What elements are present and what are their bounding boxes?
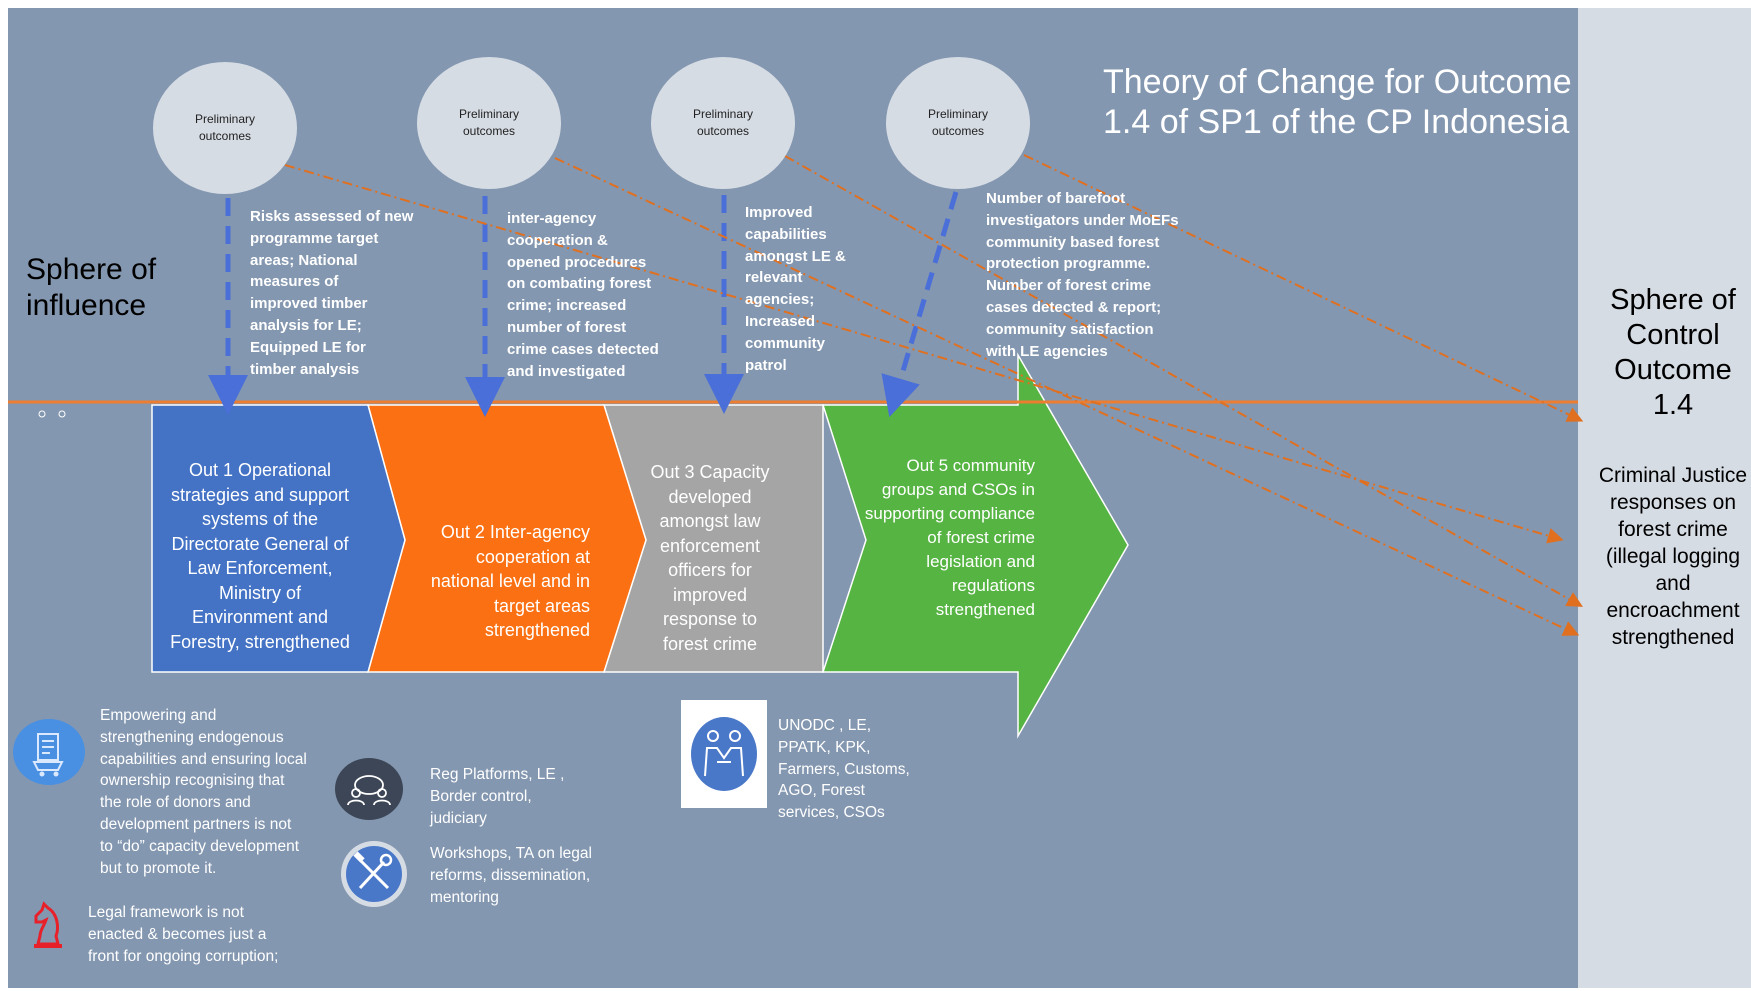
preliminary-outcome-label: Preliminary outcomes [927, 107, 988, 138]
control-outcome-text: Criminal Justice responses on forest cri… [1598, 464, 1748, 649]
control-arrow-3 [784, 155, 1583, 607]
capacity-development-note: Empowering and strengthening endogenous … [100, 707, 307, 877]
chess-knight-icon [28, 900, 68, 950]
output-2-text: Out 2 Inter-agency cooperation at nation… [430, 522, 590, 640]
sphere-of-control-label: Sphere of Control Outcome 1.4 [1610, 284, 1736, 421]
workshops-note: Workshops, TA on legal reforms, dissemin… [430, 845, 592, 906]
preliminary-outcome-text-1: Risks assessed of new programme target a… [250, 208, 414, 378]
preliminary-outcome-circle-3: Preliminary outcomes [651, 57, 795, 189]
diagram-title: Theory of Change for Outcome 1.4 of SP1 … [1103, 63, 1572, 141]
handshake-icon [681, 700, 767, 808]
risk-note: Legal framework is not enacted & becomes… [88, 904, 279, 965]
preliminary-outcome-label: Preliminary outcomes [194, 112, 255, 143]
control-arrow-4 [1023, 154, 1584, 422]
sphere-of-influence-label: Sphere of influence [26, 253, 157, 322]
partners-note: UNODC , LE, PPATK, KPK, Farmers, Customs… [778, 717, 910, 822]
preliminary-outcome-text-3: Improved capabilities amongst LE & relev… [745, 204, 846, 374]
control-arrow-1 [284, 164, 1564, 544]
preliminary-outcome-label: Preliminary outcomes [692, 107, 753, 138]
divider-dot [58, 410, 66, 418]
output-4-shape [821, 352, 1129, 739]
preliminary-outcome-circle-4: Preliminary outcomes [886, 57, 1030, 189]
platforms-note: Reg Platforms, LE , Border control, judi… [430, 766, 565, 827]
preliminary-outcome-circle-2: Preliminary outcomes [417, 57, 561, 189]
control-arrow-2 [554, 157, 1580, 636]
output-1-text: Out 1 Operational strategies and support… [170, 460, 350, 652]
output-3-text: Out 3 Capacity developed amongst law enf… [650, 462, 770, 654]
preliminary-outcome-circle-1: Preliminary outcomes [153, 62, 297, 194]
sphere-of-control-panel [1578, 8, 1751, 988]
output-1-shape [151, 404, 406, 673]
output-4-text: Out 5 community groups and CSOs in suppo… [864, 456, 1035, 619]
divider-dot [38, 410, 46, 418]
preliminary-outcome-text-4: Number of barefoot investigators under M… [986, 190, 1179, 360]
prelim-arrow-4 [881, 191, 959, 418]
preliminary-outcome-text-2: inter-agency cooperation & opened proced… [507, 210, 659, 380]
preliminary-outcome-label: Preliminary outcomes [458, 107, 519, 138]
tools-icon [340, 840, 408, 908]
people-meeting-icon [334, 757, 404, 821]
document-cart-icon [12, 718, 86, 786]
